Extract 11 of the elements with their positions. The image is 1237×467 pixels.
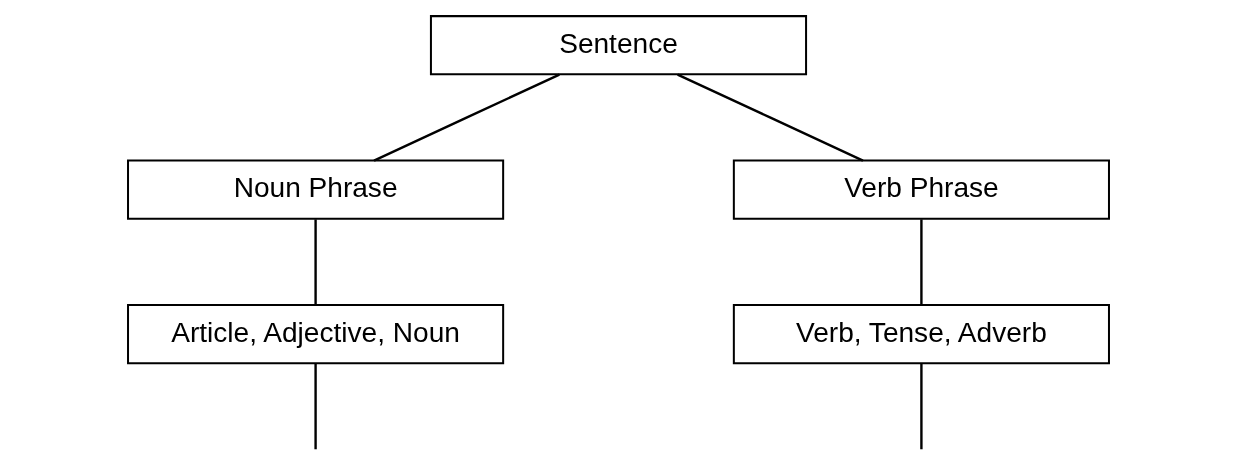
node-box: Article, Adjective, Noun [127,304,505,365]
node-box: Verb, Tense, Adverb [732,304,1110,365]
connector [920,219,923,305]
connector [373,73,560,162]
node-box: Noun Phrase [127,159,505,220]
node-box: Verb Phrase [732,159,1110,220]
connector [314,363,317,450]
node-box: Sentence [429,15,808,76]
connector [677,73,864,162]
connector [920,363,923,450]
connector [314,219,317,305]
